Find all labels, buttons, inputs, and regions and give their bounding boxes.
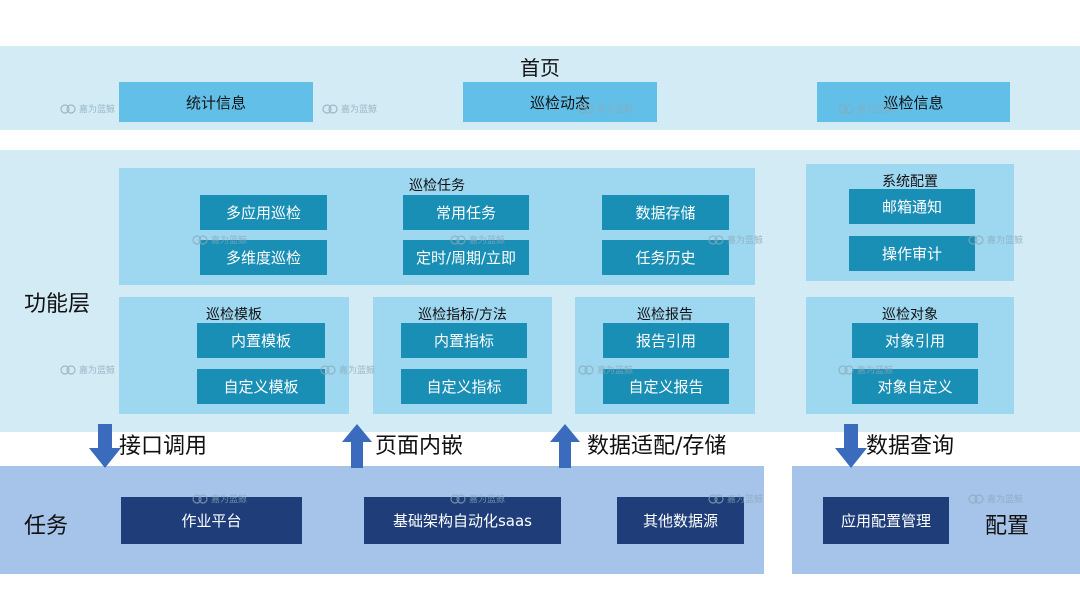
watermark-logo-icon xyxy=(578,365,594,375)
watermark-logo-icon xyxy=(838,365,854,375)
app-config-management-button[interactable]: 应用配置管理 xyxy=(823,497,949,544)
inspection-activity-button[interactable]: 巡检动态 xyxy=(463,82,657,122)
task-history-button[interactable]: 任务历史 xyxy=(602,240,729,275)
watermark: 嘉为蓝鲸 xyxy=(192,233,247,246)
operation-audit-button[interactable]: 操作审计 xyxy=(849,236,975,271)
watermark-logo-icon xyxy=(450,235,466,245)
builtin-template-button[interactable]: 内置模板 xyxy=(197,323,325,358)
stats-info-button[interactable]: 统计信息 xyxy=(119,82,313,122)
custom-template-button[interactable]: 自定义模板 xyxy=(197,369,325,404)
inspection-report-title: 巡检报告 xyxy=(637,307,693,323)
watermark-logo-icon xyxy=(838,104,854,114)
multi-app-inspection-button[interactable]: 多应用巡检 xyxy=(200,195,327,230)
watermark-logo-icon xyxy=(708,235,724,245)
system-config-title: 系统配置 xyxy=(882,174,938,190)
common-task-button[interactable]: 常用任务 xyxy=(403,195,529,230)
inspection-object-title: 巡检对象 xyxy=(882,307,938,323)
data-storage-button[interactable]: 数据存储 xyxy=(602,195,729,230)
watermark: 嘉为蓝鲸 xyxy=(450,233,505,246)
watermark: 嘉为蓝鲸 xyxy=(578,363,633,376)
custom-metric-button[interactable]: 自定义指标 xyxy=(401,369,527,404)
object-custom-button[interactable]: 对象自定义 xyxy=(852,369,978,404)
watermark: 嘉为蓝鲸 xyxy=(450,492,505,505)
watermark: 嘉为蓝鲸 xyxy=(708,233,763,246)
homepage-title: 首页 xyxy=(520,56,560,80)
report-reference-button[interactable]: 报告引用 xyxy=(603,323,729,358)
email-notify-button[interactable]: 邮箱通知 xyxy=(849,189,975,224)
task-layer-label: 任务 xyxy=(24,514,69,539)
watermark-logo-icon xyxy=(578,104,594,114)
function-layer-label: 功能层 xyxy=(24,292,91,317)
data-adapt-label: 数据适配/存储 xyxy=(587,434,727,459)
other-datasource-button[interactable]: 其他数据源 xyxy=(617,497,744,544)
watermark-logo-icon xyxy=(322,104,338,114)
data-query-label: 数据查询 xyxy=(866,434,955,459)
watermark: 嘉为蓝鲸 xyxy=(60,363,115,376)
inspection-info-button[interactable]: 巡检信息 xyxy=(817,82,1010,122)
data-query-down-arrow-icon xyxy=(835,424,867,468)
watermark-logo-icon xyxy=(968,494,984,504)
watermark-logo-icon xyxy=(450,494,466,504)
schedule-button[interactable]: 定时/周期/立即 xyxy=(403,240,529,275)
watermark-logo-icon xyxy=(60,365,76,375)
custom-report-button[interactable]: 自定义报告 xyxy=(603,369,729,404)
inspection-template-title: 巡检模板 xyxy=(206,307,262,323)
watermark: 嘉为蓝鲸 xyxy=(968,492,1023,505)
infra-automation-saas-button[interactable]: 基础架构自动化saas xyxy=(364,497,561,544)
watermark: 嘉为蓝鲸 xyxy=(192,492,247,505)
watermark-logo-icon xyxy=(708,494,724,504)
data-adapt-up-arrow-icon xyxy=(550,424,580,468)
api-call-label: 接口调用 xyxy=(119,434,208,459)
watermark: 嘉为蓝鲸 xyxy=(838,102,893,115)
multi-dimension-inspection-button[interactable]: 多维度巡检 xyxy=(200,240,327,275)
watermark-logo-icon xyxy=(320,365,336,375)
config-layer-label: 配置 xyxy=(985,514,1030,539)
watermark: 嘉为蓝鲸 xyxy=(968,233,1023,246)
watermark: 嘉为蓝鲸 xyxy=(320,363,375,376)
watermark-logo-icon xyxy=(968,235,984,245)
inspection-task-title: 巡检任务 xyxy=(409,178,465,194)
inspection-metric-title: 巡检指标/方法 xyxy=(418,307,507,323)
watermark: 嘉为蓝鲸 xyxy=(578,102,633,115)
job-platform-button[interactable]: 作业平台 xyxy=(121,497,302,544)
watermark-logo-icon xyxy=(192,235,208,245)
object-reference-button[interactable]: 对象引用 xyxy=(852,323,978,358)
watermark: 嘉为蓝鲸 xyxy=(838,363,893,376)
watermark: 嘉为蓝鲸 xyxy=(60,102,115,115)
watermark: 嘉为蓝鲸 xyxy=(708,492,763,505)
builtin-metric-button[interactable]: 内置指标 xyxy=(401,323,527,358)
page-embed-label: 页面内嵌 xyxy=(375,434,464,459)
watermark-logo-icon xyxy=(192,494,208,504)
watermark-logo-icon xyxy=(60,104,76,114)
api-call-down-arrow-icon xyxy=(89,424,121,468)
page-embed-up-arrow-icon xyxy=(342,424,372,468)
watermark: 嘉为蓝鲸 xyxy=(322,102,377,115)
